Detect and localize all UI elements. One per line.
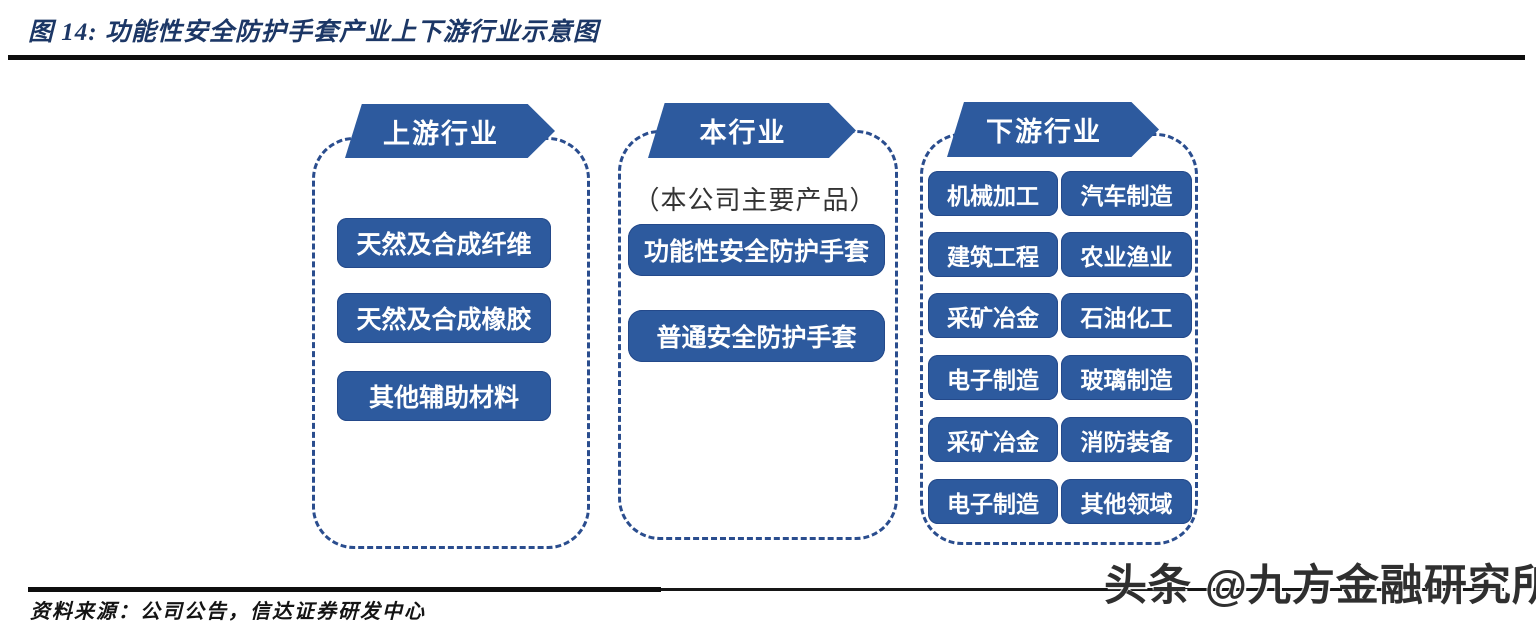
downstream-item-box: 电子制造 <box>928 479 1058 524</box>
industry-header-label: 本行业 <box>699 118 787 148</box>
downstream-item-box: 汽车制造 <box>1061 171 1192 216</box>
industry-product-box: 普通安全防护手套 <box>628 310 885 362</box>
company-products-note: （本公司主要产品） <box>633 185 877 215</box>
downstream-item-box: 采矿冶金 <box>928 293 1058 338</box>
downstream-item-box: 石油化工 <box>1061 293 1192 338</box>
figure-title: 图 14: 功能性安全防护手套产业上下游行业示意图 <box>28 19 599 46</box>
industry-header-banner: 本行业 <box>648 103 856 158</box>
bottom-divider-thick-segment <box>28 587 661 592</box>
downstream-header-banner: 下游行业 <box>947 102 1159 157</box>
downstream-item-box: 机械加工 <box>928 171 1058 216</box>
industry-product-box: 功能性安全防护手套 <box>628 224 885 276</box>
title-divider <box>8 55 1525 60</box>
upstream-item-box: 其他辅助材料 <box>337 371 551 421</box>
downstream-item-box: 电子制造 <box>928 355 1058 400</box>
upstream-header-label: 上游行业 <box>383 118 499 149</box>
downstream-item-box: 采矿冶金 <box>928 417 1058 462</box>
upstream-header-banner: 上游行业 <box>345 104 555 158</box>
downstream-item-box: 建筑工程 <box>928 232 1058 277</box>
source-caption: 资料来源：公司公告，信达证券研发中心 <box>30 601 426 623</box>
downstream-item-box: 消防装备 <box>1061 417 1192 462</box>
watermark-text: 头条 @九方金融研究所 <box>1104 562 1536 610</box>
upstream-item-box: 天然及合成纤维 <box>337 218 551 268</box>
upstream-item-box: 天然及合成橡胶 <box>337 293 551 343</box>
downstream-header-label: 下游行业 <box>986 117 1102 147</box>
downstream-item-box: 玻璃制造 <box>1061 355 1192 400</box>
downstream-item-box: 其他领域 <box>1061 479 1192 524</box>
bottom-divider <box>28 588 1504 591</box>
upstream-panel <box>312 137 590 549</box>
downstream-item-box: 农业渔业 <box>1061 232 1192 277</box>
